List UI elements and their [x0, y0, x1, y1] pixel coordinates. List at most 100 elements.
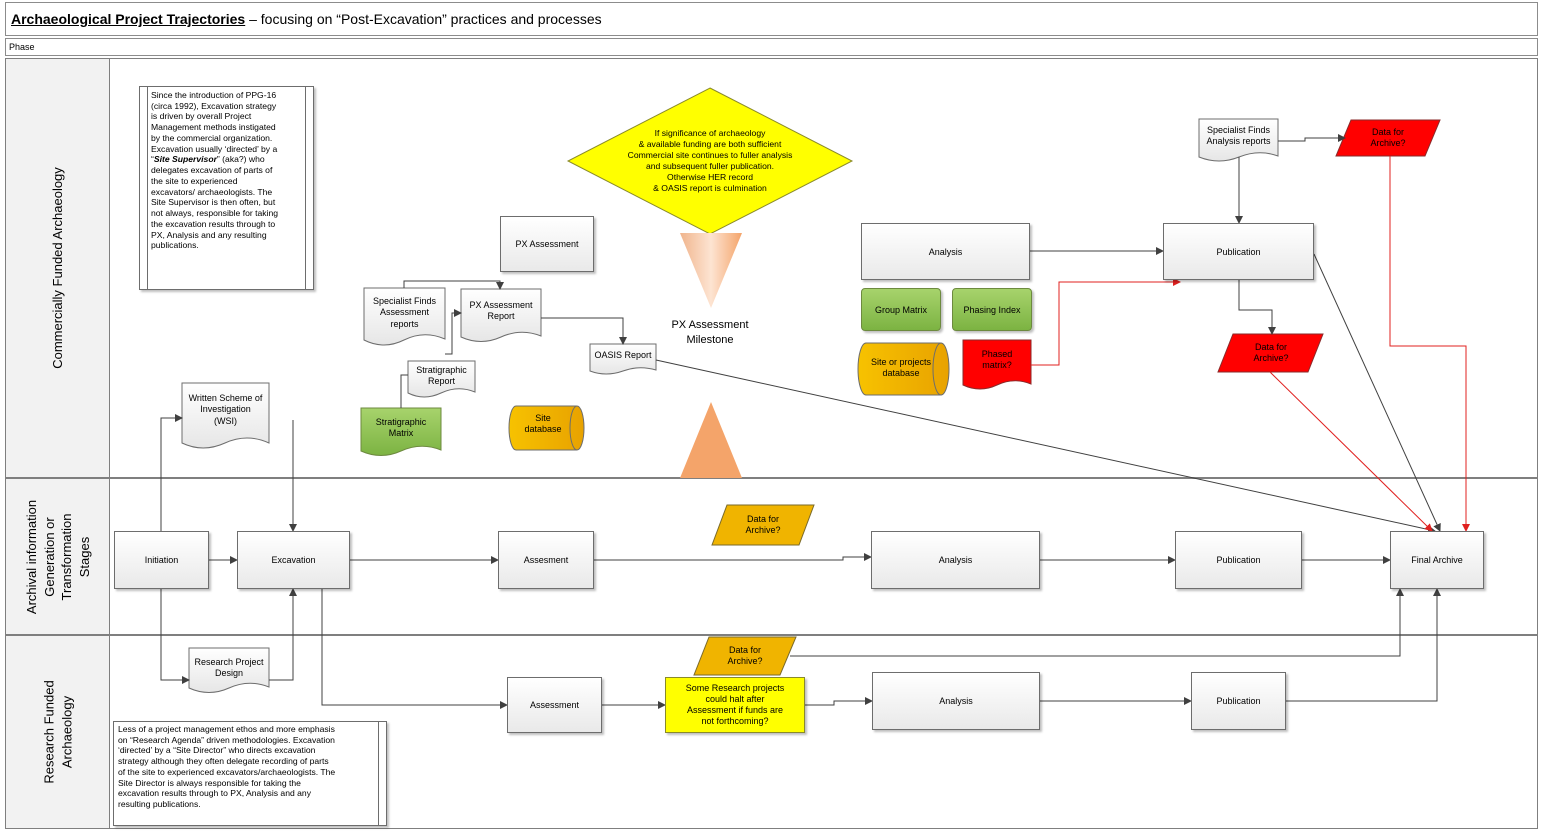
label-line: Some Research projects — [685, 682, 785, 693]
stratigraphic-report-label[interactable]: Stratigraphic Report — [408, 362, 475, 390]
label-line: Site — [535, 412, 551, 423]
archival-publication-box[interactable]: Publication — [1175, 531, 1302, 589]
box-label: Phasing Index — [963, 304, 1021, 315]
connector — [1278, 134, 1346, 142]
connector — [541, 317, 627, 345]
phase-header: Phase — [5, 38, 1538, 56]
connector — [1238, 280, 1276, 335]
commercial-analysis-box[interactable]: Analysis — [861, 223, 1030, 280]
research-assessment-box[interactable]: Assessment — [507, 677, 602, 733]
note-line: the excavation results through to — [151, 218, 276, 229]
note-line: excavators/ archaeologists. The — [151, 186, 273, 197]
note-line: on “Research Agenda” driven methodologie… — [118, 734, 335, 745]
oasis-report-shape — [589, 343, 657, 375]
diamond-line: Commercial site continues to fuller anal… — [627, 150, 793, 160]
red-connector — [1389, 156, 1470, 532]
wsi-document-shape — [181, 382, 270, 449]
red-connector — [1031, 278, 1181, 366]
data-archive-research-label[interactable]: Data for Archive? — [702, 640, 788, 672]
note-line: the site to experienced — [151, 175, 238, 186]
specialist-finds-analysis-shape — [1198, 118, 1279, 162]
note-line: ‘directed’ by a “Site Director” who dire… — [118, 745, 316, 756]
archival-analysis-box[interactable]: Analysis — [871, 531, 1040, 589]
note-line: Management methods instigated — [151, 122, 276, 133]
label-line: Archive? — [745, 525, 781, 535]
initiation-box[interactable]: Initiation — [114, 531, 209, 589]
phased-matrix-label[interactable]: Phased matrix? — [963, 344, 1031, 376]
box-label: Publication — [1216, 246, 1261, 257]
site-projects-database-label[interactable]: Site or projects database — [861, 350, 941, 386]
site-database-label[interactable]: Site database — [512, 408, 574, 440]
research-analysis-box[interactable]: Analysis — [872, 672, 1040, 730]
research-publication-box[interactable]: Publication — [1191, 672, 1286, 730]
label-line: matrix? — [982, 360, 1012, 370]
research-design-label[interactable]: Research Project Design — [189, 653, 269, 683]
connector — [321, 589, 508, 709]
stratigraphic-matrix-label[interactable]: Stratigraphic Matrix — [361, 412, 441, 444]
phasing-index-box[interactable]: Phasing Index — [952, 288, 1032, 331]
data-archive-archival-label[interactable]: Data for Archive? — [720, 508, 806, 542]
label-line: Phased — [981, 348, 1013, 359]
label-line: OASIS Report — [594, 350, 652, 361]
commercial-publication-box[interactable]: Publication — [1163, 223, 1314, 280]
connector — [269, 588, 297, 681]
box-label: Group Matrix — [874, 304, 927, 315]
label-line: Data for — [746, 513, 779, 524]
research-note: Less of a project management ethos and m… — [113, 721, 387, 826]
diamond-line: If significance of archaeology — [654, 128, 766, 138]
label-line: Data for — [1254, 341, 1287, 352]
milestone-inverted-triangle — [680, 233, 742, 308]
label-line: database — [882, 368, 920, 378]
specialist-finds-analysis-label[interactable]: Specialist Finds Analysis reports — [1199, 122, 1278, 150]
label-line: Specialist Finds — [372, 296, 437, 307]
oasis-report-label[interactable]: OASIS Report — [590, 346, 656, 366]
site-database-cylinder-edge — [569, 405, 578, 451]
box-label: Assesment — [523, 555, 569, 565]
label-line: Written Scheme of — [188, 393, 263, 404]
archival-assessment-box[interactable]: Assesment — [498, 531, 594, 589]
note-line: (circa 1992), Excavation strategy — [151, 100, 277, 111]
box-label: Assessment — [529, 700, 580, 710]
connector — [1313, 253, 1441, 532]
note-line: delegates excavation of parts of — [151, 165, 273, 176]
px-assessment-report-label[interactable]: PX Assessment Report — [461, 293, 541, 329]
phase-label: Phase — [9, 42, 35, 52]
diagram-title: Archaeological Project Trajectories – fo… — [5, 2, 1538, 36]
connector — [655, 359, 1436, 534]
wsi-label[interactable]: Written Scheme of Investigation (WSI) — [182, 388, 269, 432]
milestone-label: PX Assessment Milestone — [650, 318, 770, 349]
box-label: PX Assessment — [515, 239, 579, 249]
note-line: PX, Analysis and any resulting — [151, 229, 267, 240]
specialist-finds-assessment-label[interactable]: Specialist Finds Assessment reports — [364, 292, 445, 334]
note-line: Site Director is always responsible for … — [118, 777, 301, 788]
site-supervisor-term: Site Supervisor — [153, 154, 217, 165]
connector — [403, 280, 504, 290]
label-line: Assessment — [379, 307, 430, 318]
projects-database-cylinder-edge — [932, 342, 942, 396]
label-line: Archive? — [1370, 138, 1406, 148]
note-line: resulting publications. — [118, 799, 201, 810]
data-archive-mid-label[interactable]: Data for Archive? — [1228, 337, 1314, 369]
note-line: of the site to experienced excavators/ar… — [118, 766, 336, 777]
connector — [445, 309, 462, 355]
phased-matrix-shape — [962, 339, 1032, 390]
note-line: excavation results through to PX, Analys… — [118, 788, 311, 799]
data-archive-archival-shape — [711, 504, 815, 546]
final-archive-box[interactable]: Final Archive — [1390, 531, 1484, 589]
label-line: Data for — [1371, 126, 1404, 137]
box-label: Analysis — [939, 696, 973, 706]
excavation-box[interactable]: Excavation — [237, 531, 350, 589]
box-label: Publication — [1216, 555, 1261, 565]
label-line: Research Project — [194, 656, 264, 667]
commercial-note: Since the introduction of PPG-16 (circa … — [139, 86, 314, 290]
label-line: Site or projects — [870, 356, 932, 367]
research-halt-note-box[interactable]: Some Research projects could halt after … — [665, 677, 805, 733]
label-line: Archive? — [1253, 353, 1289, 363]
data-archive-top-label[interactable]: Data for Archive? — [1345, 122, 1431, 154]
note-line: not always, responsible for taking — [151, 208, 279, 219]
box-label: Analysis — [938, 555, 973, 565]
px-assessment-box[interactable]: PX Assessment — [500, 216, 594, 272]
label-line: Report — [487, 311, 515, 321]
group-matrix-box[interactable]: Group Matrix — [861, 288, 941, 331]
px-assessment-report-shape — [460, 288, 542, 342]
